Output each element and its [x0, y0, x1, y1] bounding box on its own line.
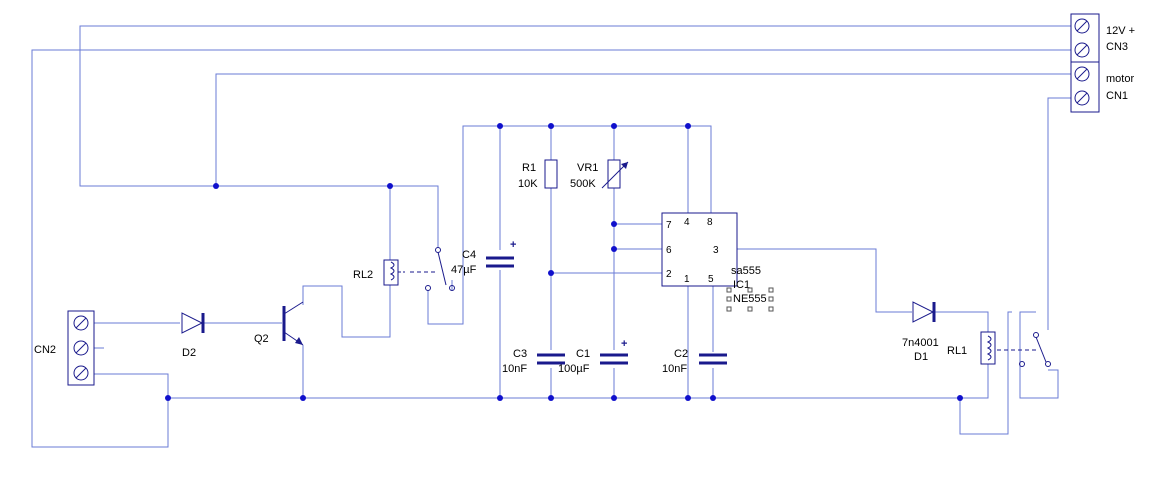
wire-12v — [79, 25, 1071, 248]
capacitor-c1: + C1 100µF — [558, 338, 628, 375]
c2-ref: C2 — [674, 348, 688, 360]
junction — [165, 395, 171, 401]
wire-motor — [215, 73, 1071, 186]
d2-ref: D2 — [182, 347, 196, 359]
wire-rl1-contact — [1019, 311, 1059, 399]
wires — [31, 25, 1071, 448]
junction — [300, 395, 306, 401]
diode-d1: 7n4001 D1 — [902, 301, 939, 363]
relay-rl1: RL1 — [947, 331, 1051, 367]
relay-rl2: RL2 — [353, 247, 455, 291]
terminal-screw-icon — [1074, 18, 1090, 106]
ic-pin-3: 3 — [713, 245, 719, 256]
wire-cn3-2 — [31, 49, 1071, 448]
c4-value: 47µF — [451, 264, 477, 276]
ic-pin-1: 1 — [684, 274, 690, 285]
capacitor-c3: C3 10nF — [502, 348, 565, 375]
ic-pin-5: 5 — [708, 274, 714, 285]
capacitor-c4: + C4 47µF — [451, 239, 516, 276]
wire-rl1-bottom — [959, 311, 1012, 435]
wire-ic-pin8 — [688, 125, 712, 213]
c3-ref: C3 — [513, 348, 527, 360]
junction — [548, 395, 554, 401]
junction — [611, 221, 617, 227]
vr1-ref: VR1 — [577, 162, 598, 174]
wire-pin3 — [737, 248, 912, 313]
junction — [497, 395, 503, 401]
junction — [957, 395, 963, 401]
junction — [611, 246, 617, 252]
junction — [548, 270, 554, 276]
ic1-label: sa555 — [731, 265, 761, 277]
c1-plus: + — [621, 338, 627, 350]
junction — [548, 123, 554, 129]
junction — [685, 123, 691, 129]
junction — [611, 395, 617, 401]
terminal-screw-icon — [73, 315, 89, 381]
junction — [611, 123, 617, 129]
wire-d1-rl1 — [934, 311, 989, 332]
wire-rl2-switch — [427, 125, 688, 325]
wire-motor-2 — [1047, 97, 1071, 330]
transistor-q2: Q2 — [254, 301, 304, 346]
potentiometer-vr1: VR1 500K — [570, 159, 629, 190]
cn2-ref: CN2 — [34, 344, 56, 356]
c2-value: 10nF — [662, 363, 687, 375]
connector-cn2: CN2 — [34, 310, 95, 386]
c4-plus: + — [510, 239, 516, 251]
cn3-value: 12V + — [1106, 25, 1135, 37]
cn3-ref: CN3 — [1106, 41, 1128, 53]
ic1-ref: IC1 — [733, 279, 750, 291]
diode-d2: D2 — [181, 312, 205, 359]
junction — [685, 395, 691, 401]
d1-ref: D1 — [914, 351, 928, 363]
capacitor-c2: C2 10nF — [662, 348, 727, 375]
connector-cn3-cn1: 12V + CN3 motor CN1 — [1070, 13, 1135, 113]
ic-pin-7: 7 — [666, 220, 672, 231]
cn1-value: motor — [1106, 73, 1134, 85]
ic-pin-6: 6 — [666, 245, 672, 256]
ic-pin-8: 8 — [707, 217, 713, 228]
rl1-ref: RL1 — [947, 345, 967, 357]
selection-handles[interactable] — [726, 287, 774, 312]
wire-rl2-bottom — [302, 285, 391, 338]
ic-pin-2: 2 — [666, 269, 672, 280]
resistor-r1: R1 10K — [518, 159, 558, 190]
junction — [710, 395, 716, 401]
junctions — [165, 123, 963, 401]
c1-value: 100µF — [558, 363, 590, 375]
r1-value: 10K — [518, 178, 538, 190]
cn1-ref: CN1 — [1106, 90, 1128, 102]
c3-value: 10nF — [502, 363, 527, 375]
vr1-value: 500K — [570, 178, 596, 190]
ic-pin-4: 4 — [684, 217, 690, 228]
junction — [387, 183, 393, 189]
ic1-value: NE555 — [733, 293, 767, 305]
c4-ref: C4 — [462, 249, 476, 261]
junction — [497, 123, 503, 129]
r1-ref: R1 — [522, 162, 536, 174]
junction — [213, 183, 219, 189]
rl2-ref: RL2 — [353, 269, 373, 281]
c1-ref: C1 — [576, 348, 590, 360]
d1-value: 7n4001 — [902, 337, 939, 349]
ic-555: 4 8 7 6 2 3 1 5 sa555 IC1 NE555 — [661, 212, 774, 312]
q2-ref: Q2 — [254, 333, 269, 345]
